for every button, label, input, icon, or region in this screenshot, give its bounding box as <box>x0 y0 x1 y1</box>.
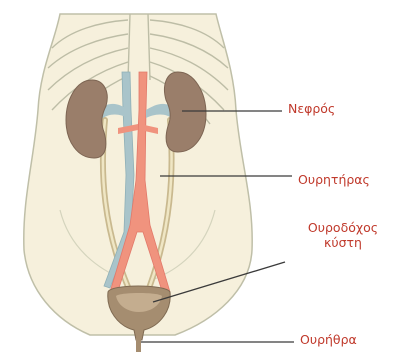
urethra <box>136 338 141 352</box>
label-kidney: Νεφρός <box>288 101 335 116</box>
label-bladder-line2: κύστη <box>290 235 396 250</box>
label-bladder-line1: Ουροδόχος <box>290 220 396 235</box>
label-urethra: Ουρήθρα <box>300 332 357 347</box>
label-ureter: Ουρητήρας <box>298 172 370 187</box>
label-bladder: Ουροδόχος κύστη <box>290 220 396 250</box>
